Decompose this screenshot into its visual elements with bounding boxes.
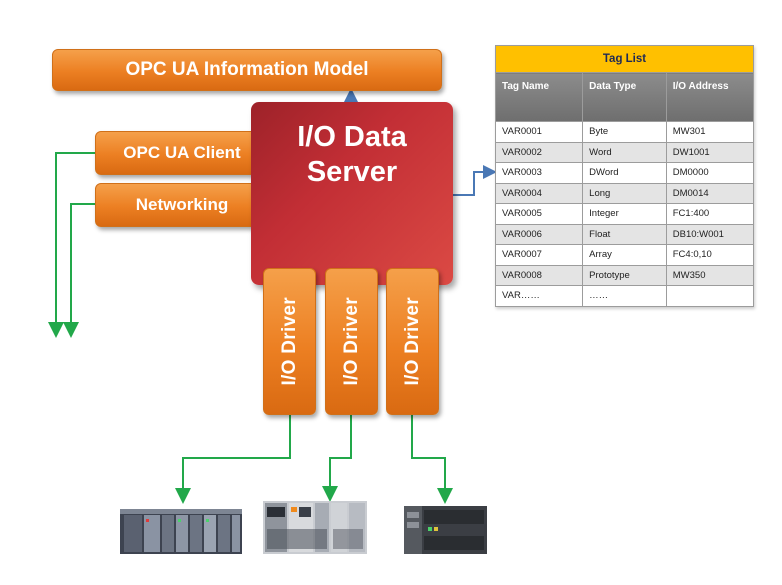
server-label-line1: I/O Data <box>297 121 407 153</box>
driver-2-wire <box>322 415 352 502</box>
io-data-server-box: I/O Data Server <box>251 102 453 285</box>
networking-wire <box>63 203 95 338</box>
column-header-io-address: I/O Address <box>665 72 755 122</box>
tag-name-cell: VAR0001 <box>494 121 584 143</box>
tag-name-cell: VAR0002 <box>494 141 584 163</box>
info-model-label: OPC UA Information Model <box>125 59 369 80</box>
tag-name-cell: VAR0005 <box>494 203 584 225</box>
networking-label: Networking <box>135 195 229 214</box>
networking-box: Networking <box>95 183 269 227</box>
data-type-cell: DWord <box>582 162 667 184</box>
opc-ua-client-box: OPC UA Client <box>95 131 269 175</box>
data-type-cell: Integer <box>582 203 667 225</box>
plc-rack-icon <box>120 509 242 554</box>
tag-name-cell: VAR…… <box>494 285 584 307</box>
opc-ua-information-model-box: OPC UA Information Model <box>52 49 442 91</box>
io-address-cell: MW350 <box>665 264 755 286</box>
io-driver-box-2: I/O Driver <box>325 268 378 415</box>
plc-modular-icon <box>263 501 367 554</box>
io-driver-box-3: I/O Driver <box>386 268 439 415</box>
ua-client-wire <box>48 152 95 338</box>
io-address-cell: DW1001 <box>665 141 755 163</box>
io-driver-label-2: I/O Driver <box>340 297 362 386</box>
data-type-cell: …… <box>582 285 667 307</box>
data-type-cell: Float <box>582 223 667 245</box>
server-label-line2: Server <box>306 156 398 189</box>
tag-name-cell: VAR0007 <box>494 244 584 266</box>
data-type-cell: Byte <box>582 121 667 143</box>
io-address-cell: MW301 <box>665 121 755 143</box>
driver-1-wire <box>175 415 291 504</box>
data-type-cell: Word <box>582 141 667 163</box>
ua-client-label: OPC UA Client <box>123 143 241 162</box>
io-address-cell: FC1:400 <box>665 203 755 225</box>
tag-list-table: Tag List Tag Name Data Type I/O Address … <box>494 45 755 307</box>
io-address-cell: DM0000 <box>665 162 755 184</box>
tag-name-cell: VAR0004 <box>494 182 584 204</box>
column-header-tag-name: Tag Name <box>494 72 584 122</box>
data-type-cell: Prototype <box>582 264 667 286</box>
plc-compact-icon <box>404 506 487 554</box>
io-address-cell <box>665 285 755 307</box>
io-driver-label-1: I/O Driver <box>278 297 300 386</box>
server-to-taglist-arrow <box>453 165 497 196</box>
table-row: VAR………… <box>494 285 755 307</box>
data-type-cell: Array <box>582 244 667 266</box>
io-address-cell: FC4:0,10 <box>665 244 755 266</box>
io-driver-label-3: I/O Driver <box>401 297 423 386</box>
tag-name-cell: VAR0008 <box>494 264 584 286</box>
driver-3-wire <box>411 415 453 504</box>
data-type-cell: Long <box>582 182 667 204</box>
tag-list-title: Tag List <box>495 45 754 73</box>
io-driver-box-1: I/O Driver <box>263 268 316 415</box>
tag-name-cell: VAR0006 <box>494 223 584 245</box>
io-address-cell: DM0014 <box>665 182 755 204</box>
tag-name-cell: VAR0003 <box>494 162 584 184</box>
column-header-data-type: Data Type <box>582 72 667 122</box>
io-address-cell: DB10:W001 <box>665 223 755 245</box>
